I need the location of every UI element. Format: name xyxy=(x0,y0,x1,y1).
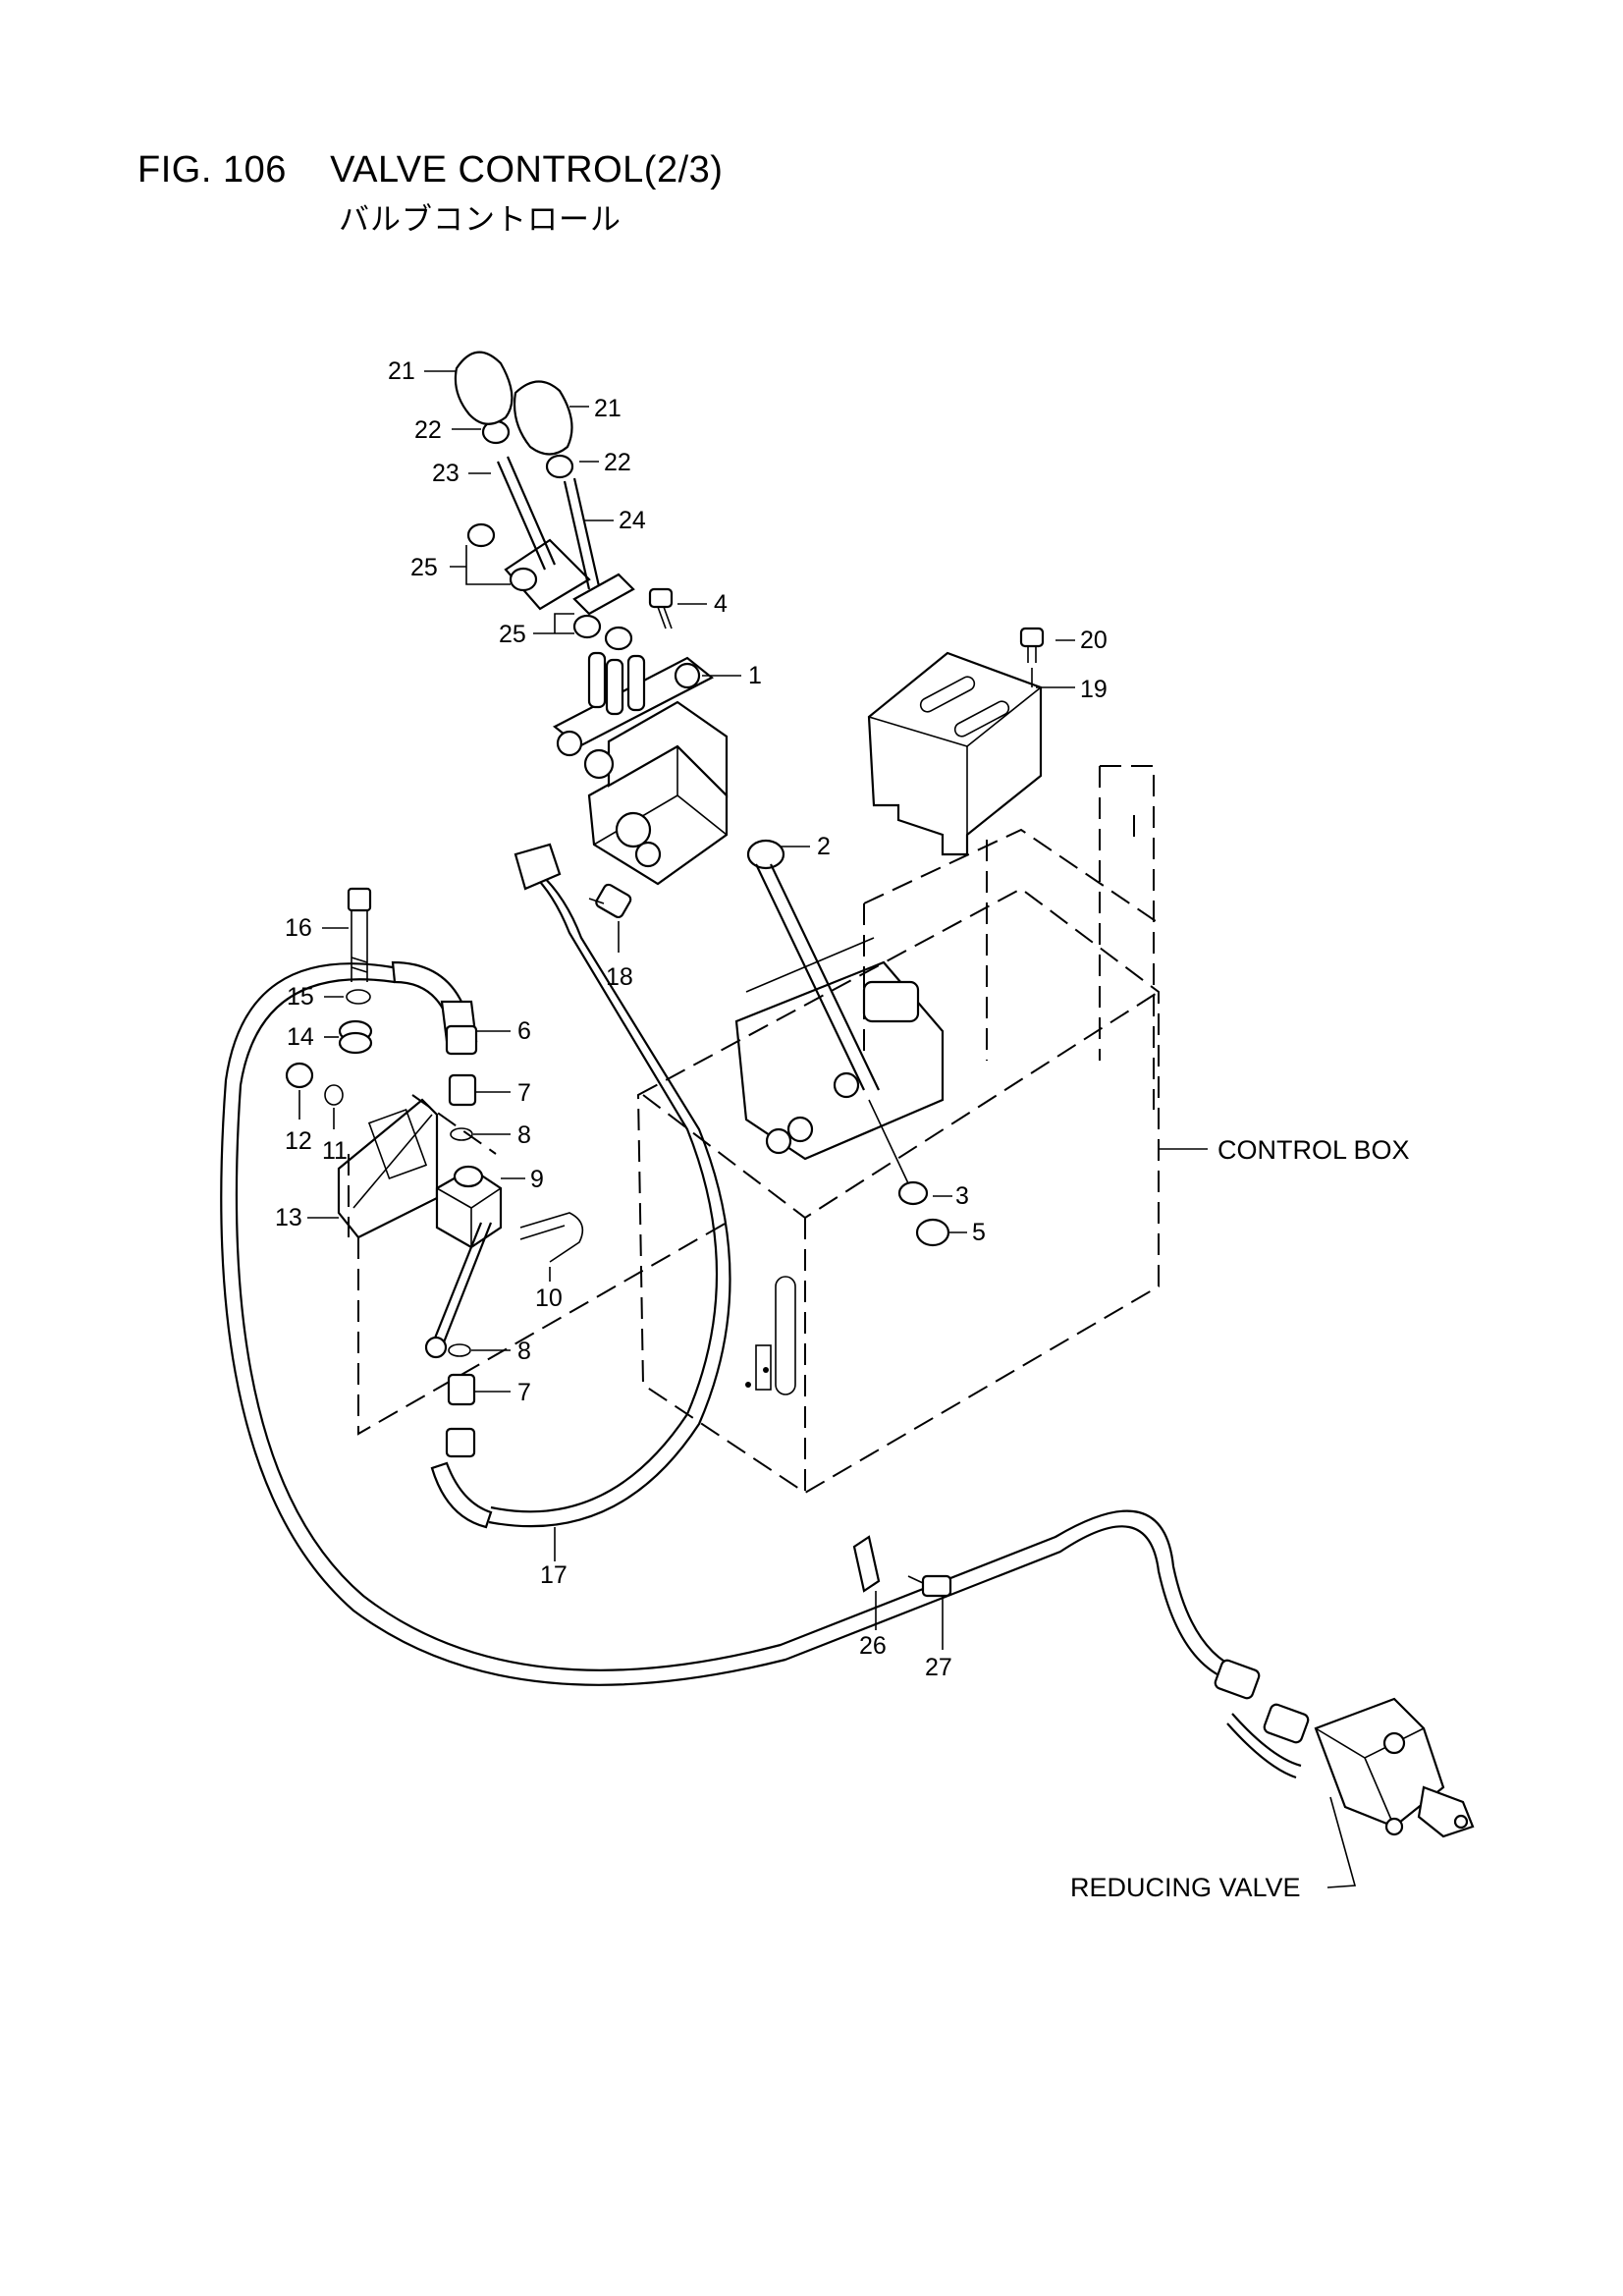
clamp-26 xyxy=(852,1535,952,1598)
callout-5: 5 xyxy=(972,1219,986,1246)
reducing-valve-label: REDUCING VALVE xyxy=(1070,1873,1301,1902)
callout-1: 1 xyxy=(748,662,762,689)
control-box-drawing xyxy=(636,765,1160,1495)
callout-3: 3 xyxy=(955,1182,969,1210)
callout-10: 10 xyxy=(535,1285,563,1312)
callout-4: 4 xyxy=(714,590,728,618)
callout-17: 17 xyxy=(540,1561,568,1589)
control-box-label: CONTROL BOX xyxy=(1217,1135,1410,1165)
fitting-18 xyxy=(588,883,632,919)
callout-15: 15 xyxy=(287,983,314,1011)
callout-2: 2 xyxy=(817,833,831,860)
callout-18: 18 xyxy=(606,963,633,991)
callout-21a: 21 xyxy=(388,357,415,385)
callout-23: 23 xyxy=(432,460,460,487)
callout-11: 11 xyxy=(322,1137,348,1165)
reducing-valve-drawing xyxy=(1214,1659,1475,1838)
callout-20: 20 xyxy=(1080,627,1108,654)
callout-14: 14 xyxy=(287,1023,314,1051)
callout-25a: 25 xyxy=(410,554,438,581)
callout-12: 12 xyxy=(285,1127,312,1155)
cover-plate-19 xyxy=(867,627,1045,856)
callout-22a: 22 xyxy=(414,416,442,444)
callout-16: 16 xyxy=(285,914,312,942)
valve-block-1 xyxy=(454,351,950,1247)
callout-21b: 21 xyxy=(594,395,622,422)
callout-19: 19 xyxy=(1080,676,1108,703)
part-callouts: 21 21 22 22 23 24 25 25 4 20 1 19 2 18 1… xyxy=(275,357,1108,1681)
callout-13: 13 xyxy=(275,1204,302,1231)
callout-9: 9 xyxy=(530,1166,544,1193)
callout-8a: 8 xyxy=(517,1121,531,1149)
callout-6: 6 xyxy=(517,1017,531,1045)
figure-subtitle: バルブコントロール xyxy=(339,202,622,238)
hoses xyxy=(220,843,1240,1686)
callout-25b: 25 xyxy=(499,621,526,648)
figure-title: FIG. 106 VALVE CONTROL(2/3) xyxy=(137,149,724,191)
callout-7a: 7 xyxy=(517,1079,531,1107)
callout-22b: 22 xyxy=(604,449,631,476)
callout-26: 26 xyxy=(859,1632,887,1660)
callout-27: 27 xyxy=(925,1654,952,1681)
callout-7b: 7 xyxy=(517,1379,531,1406)
left-assembly xyxy=(285,887,728,1529)
leader-lines xyxy=(298,370,1357,1888)
callout-8b: 8 xyxy=(517,1338,531,1365)
callout-24: 24 xyxy=(619,507,646,534)
